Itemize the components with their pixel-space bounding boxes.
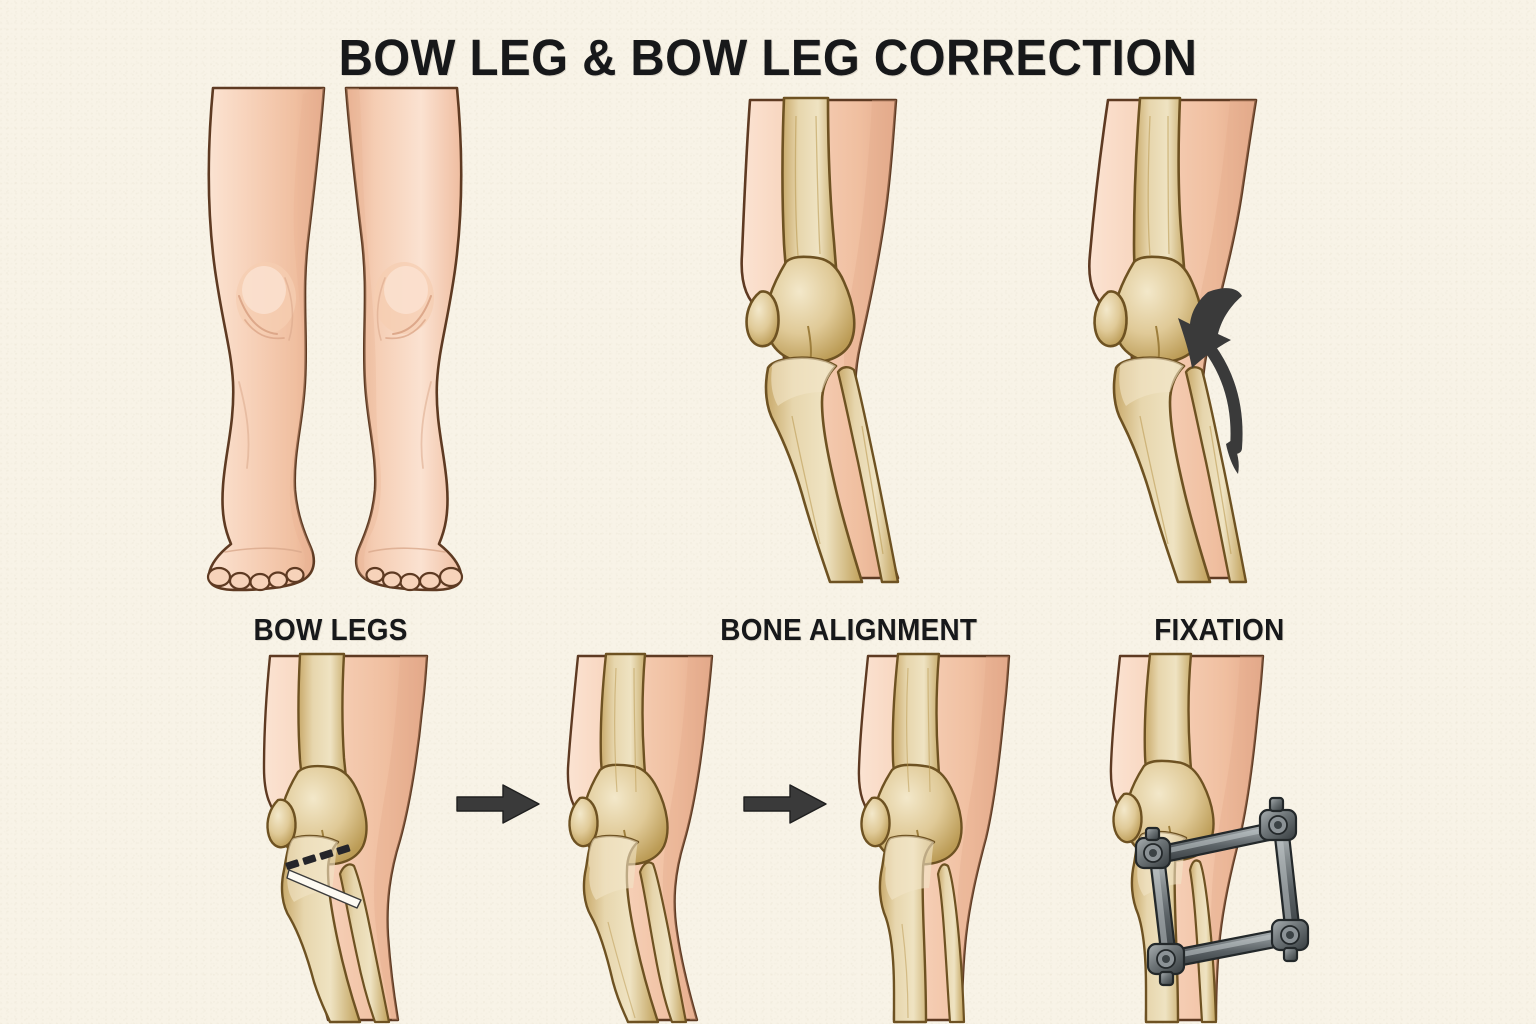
stage-label-bone-alignment: BONE ALIGNMENT bbox=[720, 612, 978, 647]
knee-bones-bowed bbox=[712, 96, 988, 584]
stage-label-fixation: FIXATION bbox=[1154, 612, 1285, 647]
curved-correction-arrow bbox=[1178, 288, 1243, 474]
external-fixator-frame bbox=[1134, 796, 1310, 987]
fixator-pin-clamp-top-right bbox=[1258, 796, 1298, 842]
fixator-pin-clamp-bottom-right bbox=[1270, 918, 1310, 963]
bowed-legs-front-view bbox=[185, 82, 485, 594]
stage-label-bow-legs: BOW LEGS bbox=[253, 612, 408, 647]
resected-bone-wedge bbox=[286, 869, 362, 909]
knee-aligned bbox=[838, 652, 1048, 1024]
knee-wedge-closed bbox=[548, 652, 748, 1024]
knee-bones-with-correction-arrow bbox=[1062, 96, 1362, 584]
fixator-pin-clamp-bottom-left bbox=[1146, 942, 1186, 987]
page-title: BOW LEG & BOW LEG CORRECTION bbox=[338, 29, 1198, 86]
osteotomy-wedge-cut bbox=[248, 652, 470, 1024]
fixator-pin-clamp-top-left bbox=[1134, 826, 1172, 870]
progress-arrow-right-1 bbox=[455, 783, 541, 825]
osteotomy-cut-line bbox=[285, 844, 351, 870]
progress-arrow-right-2 bbox=[742, 783, 828, 825]
knee-external-fixator bbox=[1090, 652, 1340, 1024]
